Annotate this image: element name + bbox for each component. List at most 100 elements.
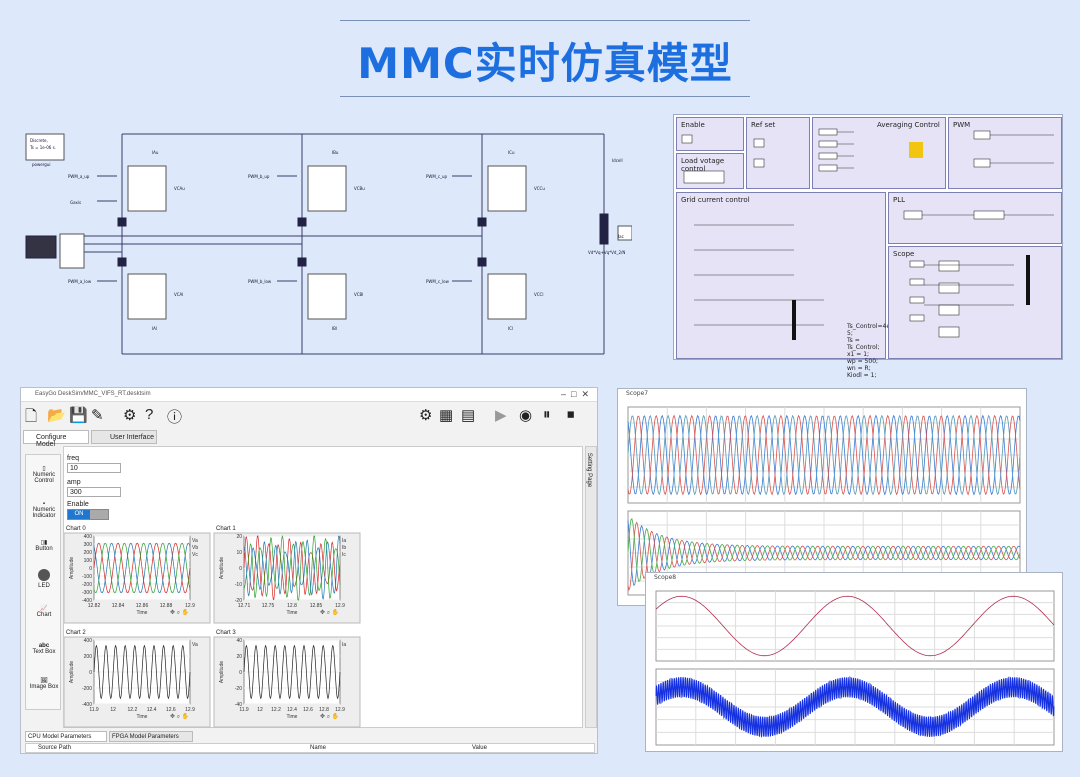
tab-cpu-params[interactable]: CPU Model Parameters (25, 731, 107, 742)
x-tick-label: 12.88 (160, 603, 173, 609)
window-controls[interactable]: – □ ✕ (561, 389, 589, 399)
scope-top-title: Scope7 (626, 390, 649, 397)
palette-chart[interactable]: 📈Chart (36, 606, 52, 618)
header-rule-top (340, 20, 750, 21)
x-tick-label: 12.2 (128, 707, 138, 713)
palette-label: Image Box (29, 684, 59, 690)
scope-trace (627, 520, 1021, 587)
palette-numeric-control[interactable]: ▯Numeric Control (32, 466, 56, 484)
chart-tools-icon: ✥ ⌕ ✋ (170, 608, 189, 616)
led-icon (38, 569, 50, 581)
x-axis-label: Time (137, 610, 148, 616)
chart-tools-icon: ✥ ⌕ ✋ (320, 712, 339, 720)
pwm-label: PWM_a_low (68, 279, 92, 284)
palette-image-box[interactable]: 🖼Image Box (29, 678, 59, 690)
legend-entry: Va (192, 538, 198, 544)
x-tick-label: 12.9 (335, 603, 345, 609)
y-axis-label: Amplitude (219, 661, 225, 683)
side-tab-setting-page[interactable]: Setting Page (585, 446, 597, 728)
stop-icon[interactable]: ⏹ (567, 406, 575, 423)
extra-tag: Iac (618, 234, 624, 239)
scope-bottom-plot (655, 590, 1055, 746)
scope-label: Scope (893, 250, 915, 258)
x-tick-label: 12.71 (238, 603, 251, 609)
param-line: Ts = Ts_Control; (847, 337, 880, 351)
y-axis-label: Amplitude (69, 661, 75, 683)
title-bar: EasyGo DeskSim/MMC_VIFS_RT.desktsim – □ … (21, 388, 597, 402)
palette-button[interactable]: ▯▮Button (35, 540, 53, 552)
tab-configure-model[interactable]: Configure Model (23, 430, 89, 448)
param-line: x1 = 1; (847, 351, 870, 358)
y-tick-label: 300 (84, 542, 93, 548)
y-tick-label: 400 (84, 534, 93, 540)
x-tick-label: 12 (110, 707, 116, 713)
param-list: Ts_Control=4e-5; Ts = Ts_Control; x1 = 1… (847, 323, 892, 379)
y-tick-label: -200 (82, 686, 92, 692)
grid-current-block: Grid current control Ts_Control=4e-5; Ts… (676, 192, 892, 379)
legend-entry: Vb (192, 545, 198, 551)
edit-icon[interactable]: ✎ (91, 407, 104, 424)
control-wiring (681, 128, 1054, 340)
open-folder-icon[interactable]: 📂 (47, 407, 66, 424)
measure-tag: IBl (332, 326, 337, 331)
y-tick-label: 0 (239, 566, 242, 572)
new-file-icon[interactable]: 🗋 (25, 408, 38, 425)
desksim-window: EasyGo DeskSim/MMC_VIFS_RT.desktsim – □ … (20, 387, 598, 754)
deploy-icon[interactable]: ▤ (461, 407, 476, 424)
charts-area: Chart 04003002001000-100-200-300-40012.8… (64, 526, 361, 728)
x-tick-label: 12.75 (262, 603, 275, 609)
side-tab-label: Setting Page (586, 452, 593, 488)
widget-palette: ▯Numeric Control ▪Numeric Indicator ▯▮Bu… (25, 454, 61, 710)
legend-entry: Ia (342, 642, 346, 648)
circuit-note: Vd*Vq+Vq*Vd_2/N (588, 250, 625, 255)
averaging-block: Averaging Control (812, 117, 946, 189)
mmc-circuit-diagram: Discrete, Ts = 1e-06 s. powergui PWM_a_u… (22, 126, 633, 358)
params-table-header: Source Path Name Value (25, 743, 595, 753)
col-source-path: Source Path (38, 745, 72, 751)
scope-trace (627, 414, 1021, 496)
scope-trace (627, 518, 1021, 583)
pause-icon[interactable]: ⏸ (543, 406, 551, 423)
legend-entry: Ia (342, 538, 346, 544)
play-icon[interactable]: ▶ (495, 407, 507, 424)
palette-numeric-indicator[interactable]: ▪Numeric Indicator (32, 501, 56, 519)
chart-tools-icon: ✥ ⌕ ✋ (320, 608, 339, 616)
record-icon[interactable]: ◉ (519, 407, 533, 424)
tab-fpga-params[interactable]: FPGA Model Parameters (109, 731, 193, 742)
freq-input[interactable]: 10 (67, 463, 121, 473)
x-tick-label: 11.9 (239, 707, 249, 713)
settings-gear-icon[interactable]: ⚙ (419, 407, 433, 424)
extra-tag: Idcell (612, 158, 623, 163)
x-tick-label: 11.9 (89, 707, 99, 713)
enable-label: Enable (67, 501, 89, 508)
tools-icon[interactable]: ⚙ (123, 407, 137, 424)
y-tick-label: -200 (82, 582, 92, 588)
x-tick-label: 12.85 (310, 603, 323, 609)
palette-label: Chart (36, 612, 52, 618)
enable-block-label: Enable (681, 121, 705, 129)
palette-led[interactable]: LED (26, 569, 62, 589)
arm-output: VCBl (354, 292, 363, 297)
enable-toggle[interactable]: ON (67, 509, 109, 520)
y-tick-label: 20 (236, 654, 242, 660)
legend-entry: Ic (342, 552, 346, 558)
toggle-state: ON (68, 510, 90, 519)
y-tick-label: 0 (89, 566, 92, 572)
tab-configure-label: Configure Model (36, 434, 67, 448)
save-icon[interactable]: 💾 (69, 407, 88, 424)
pll-label: PLL (893, 196, 906, 204)
series-line (243, 535, 341, 600)
chart-title: Chart 1 (216, 526, 236, 532)
window-title: EasyGo DeskSim/MMC_VIFS_RT.desktsim (35, 391, 151, 397)
tab-user-interface[interactable]: User Interface (91, 430, 157, 444)
help-icon[interactable]: ? (145, 406, 154, 423)
network-icon[interactable]: ▦ (439, 407, 454, 424)
palette-label: Text Box (32, 649, 56, 655)
x-tick-label: 12.82 (88, 603, 101, 609)
x-tick-label: 12.86 (136, 603, 149, 609)
info-icon[interactable]: ⓘ (167, 409, 183, 426)
amp-input[interactable]: 300 (67, 487, 121, 497)
